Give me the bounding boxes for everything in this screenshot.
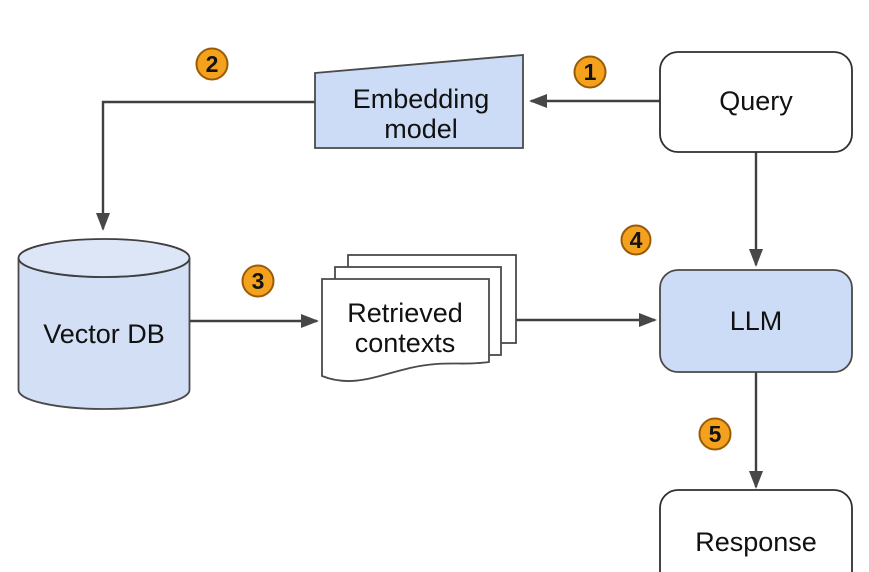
vector-db-label: Vector DB <box>43 319 165 349</box>
llm-node: LLM <box>659 269 853 373</box>
query-label: Query <box>719 86 793 116</box>
response-label: Response <box>695 527 817 557</box>
step-badge-4-label: 4 <box>630 227 643 253</box>
step-badge-2: 2 <box>195 47 229 81</box>
step-badge-1: 1 <box>573 55 607 89</box>
embedding-model-node: Embedding model <box>314 54 524 149</box>
step-badge-2-label: 2 <box>206 51 219 77</box>
step-badge-4: 4 <box>620 224 652 256</box>
step-badge-3-label: 3 <box>252 268 265 294</box>
step-badge-3-circle <box>241 264 275 298</box>
response-node: Response <box>659 489 853 572</box>
query-box <box>659 51 853 153</box>
step-badge-3: 3 <box>241 264 275 298</box>
embedding-model-label-line1: Embedding <box>353 84 490 114</box>
response-box <box>659 489 853 572</box>
query-node: Query <box>659 51 853 153</box>
step-badge-4-circle <box>620 224 652 256</box>
arrow-embedding-to-vectordb <box>96 100 315 231</box>
retrieved-contexts-page-front <box>321 278 490 382</box>
llm-box <box>659 269 853 373</box>
step-badge-5-label: 5 <box>709 421 722 447</box>
llm-label: LLM <box>730 306 783 336</box>
step-badge-2-circle <box>195 47 229 81</box>
vector-db-node: Vector DB <box>17 238 191 410</box>
embedding-model-label-line2: model <box>384 114 458 144</box>
retrieved-contexts-node: Retrieved contexts <box>321 254 517 382</box>
retrieved-contexts-label-line2: contexts <box>355 328 456 358</box>
step-badge-5-circle <box>698 417 732 451</box>
embedding-model-shape <box>314 54 524 149</box>
step-badge-1-label: 1 <box>584 59 597 85</box>
retrieved-contexts-label-line1: Retrieved <box>347 298 463 328</box>
vector-db-cylinder-top <box>17 238 191 278</box>
step-badge-1-circle <box>573 55 607 89</box>
step-badge-5: 5 <box>698 417 732 451</box>
